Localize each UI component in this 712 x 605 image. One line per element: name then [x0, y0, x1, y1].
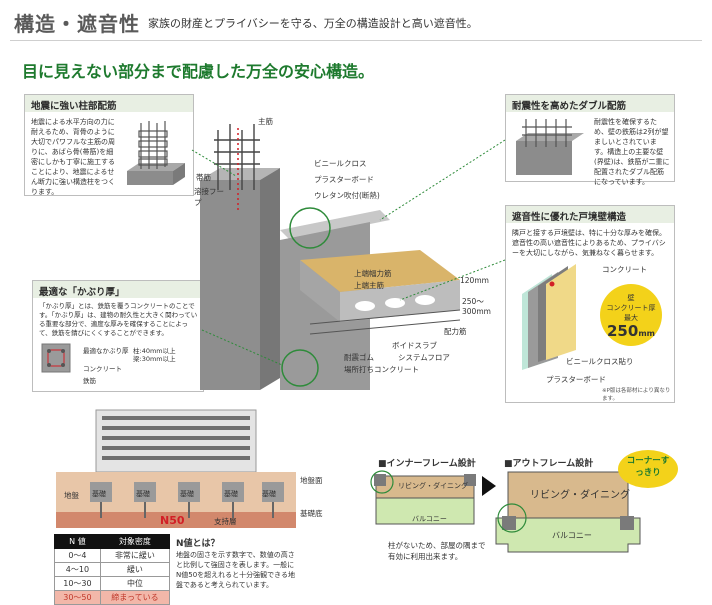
corner-badge: コーナーすっきり [618, 450, 678, 488]
pillar-rebar-title: 地震に強い柱部配筋 [25, 95, 193, 112]
label-dim-a: 120mm [460, 276, 489, 285]
n-table-cell: 中位 [99, 576, 171, 591]
foundation-ground-surface: 地盤面 [300, 476, 323, 485]
cover-label-rebar: 鉄筋 [83, 377, 96, 385]
label-rubber: 耐震ゴム [344, 353, 374, 362]
wall-section-illustration [522, 264, 576, 370]
cover-thickness-title: 最適な「かぶり厚」 [33, 281, 203, 298]
double-rebar-text: 耐震性を確保するため、壁の鉄筋は2列が望ましいとされています。構造上の主要な壁(… [594, 118, 670, 186]
n-table-cell: 締まっている [99, 590, 171, 605]
foundation-ground: 地盤 [64, 491, 79, 500]
inner-balcony-label: バルコニー [412, 515, 447, 523]
inner-living-label: リビング・ダイニング [398, 482, 468, 490]
label-site-concrete: 場所打ちコンクリート [344, 365, 419, 374]
n-table-cell: 30〜50 [54, 590, 101, 605]
outer-balcony-label: バルコニー [552, 531, 592, 540]
label-upper-bar: 上端幅力筋 [354, 269, 392, 278]
n-text-title: N値とは？ [176, 539, 220, 549]
badge-value: 250 [607, 322, 639, 340]
foundation-base-1: 基礎 [92, 490, 106, 498]
sound-wall-box: 遮音性に優れた戸境壁構造 隣戸と接する戸境壁は、特に十分な厚みを確保。遮音性の高… [505, 205, 675, 403]
pillar-rebar-text: 地震による水平方向の力に耐えるため、背骨のように大切でパワフルな主筋の周りに、あ… [31, 118, 115, 196]
label-void-slab: ボイドスラブ [392, 341, 437, 350]
inner-frame-plan [370, 470, 476, 525]
page-subtitle: 家族の財産とプライバシーを守る、万全の構造設計と高い遮音性。 [148, 17, 478, 30]
foundation-base-3: 基礎 [180, 490, 194, 498]
wall-note: ※P版は各部材により異なります。 [602, 388, 671, 402]
label-distribution: 配力筋 [444, 327, 467, 336]
cover-label-pillar: 柱:40mm以上 [133, 347, 176, 355]
page-title: 構造・遮音性 [14, 12, 140, 36]
double-rebar-illustration [516, 119, 584, 175]
outer-living-label: リビング・ダイニング [530, 490, 630, 501]
cover-section-illustration [41, 343, 71, 373]
n-table-cell: 0〜4 [54, 548, 101, 563]
badge-line1: 壁 [627, 294, 635, 302]
double-rebar-title: 耐震性を高めたダブル配筋 [506, 95, 674, 112]
structure-diagram [200, 124, 461, 390]
cover-label-concrete: コンクリート [83, 365, 122, 373]
arrow-icon [482, 476, 496, 496]
foundation-base-2: 基礎 [136, 490, 150, 498]
foundation-n50: N50 [160, 514, 185, 527]
foundation-illustration [56, 409, 296, 528]
outer-frame-plan [495, 471, 641, 553]
label-weld-hoop: 溶接フープ [194, 187, 224, 207]
inner-frame-title: ■インナーフレーム設計 [378, 459, 476, 469]
foundation-base-4: 基礎 [224, 490, 238, 498]
pillar-rebar-illustration [127, 121, 185, 185]
foundation-support-layer: 支持層 [214, 517, 237, 526]
sound-wall-title: 遮音性に優れた戸境壁構造 [506, 206, 674, 223]
label-dim-b: 250〜300mm [462, 297, 491, 316]
cover-label-beam: 梁:30mm以上 [133, 355, 176, 363]
foundation-base-5: 基礎 [262, 490, 276, 498]
n-table-cell: 10〜30 [54, 576, 101, 591]
sound-wall-text: 隣戸と接する戸境壁は、特に十分な厚みを確保。遮音性の高い遮音性によりあるため、プ… [512, 229, 666, 257]
wall-label-concrete: コンクリート [602, 265, 647, 274]
label-vinyl: ビニールクロス [314, 159, 367, 168]
cover-label-optimal: 最適なかぶり厚 [83, 347, 129, 355]
frame-caption: 柱がないため、部屋の隅まで有効に利用出来ます。 [388, 541, 486, 561]
headline: 目に見えない部分まで配慮した万全の安心構造。 [22, 62, 375, 81]
label-plaster: プラスターボード [314, 175, 374, 184]
cover-thickness-box: 最適な「かぶり厚」 「かぶり厚」とは、鉄筋を覆うコンクリートのことです。「かぶり… [32, 280, 204, 392]
header-divider [10, 40, 702, 41]
n-text-body: 地盤の固さを示す数字で、数値の高さと比例して強固さを表します。一般にN値50を超… [176, 551, 296, 589]
n-table-header-n: N 値 [54, 534, 101, 549]
wall-thickness-badge: 壁 コンクリート厚 最大 250mm [600, 284, 662, 346]
corner-badge-text: コーナーすっきり [626, 456, 670, 478]
label-urethane: ウレタン吹付(断熱) [314, 191, 380, 200]
wall-label-vinyl: ビニールクロス貼り [566, 357, 634, 366]
n-table-header-density: 対象密度 [99, 534, 171, 549]
wall-label-plaster: プラスターボード [546, 375, 606, 384]
badge-line3: 最大 [624, 314, 638, 322]
label-main-bar: 主筋 [258, 117, 273, 126]
foundation-base-bottom: 基礎底 [300, 509, 323, 518]
n-table-cell: 非常に緩い [99, 548, 171, 563]
label-upper-main: 上端主筋 [354, 281, 384, 290]
cover-thickness-text: 「かぶり厚」とは、鉄筋を覆うコンクリートのことです。「かぶり厚」は、建物の耐久性… [39, 302, 198, 337]
pillar-rebar-box: 地震に強い柱部配筋 地震による水平方向の力に耐えるため、背骨のように大切でパワフ… [24, 94, 194, 196]
badge-unit: mm [638, 329, 655, 338]
label-hoop: 帯筋 [196, 173, 211, 182]
double-rebar-box: 耐震性を高めたダブル配筋 耐震性を確保するため、壁の鉄筋は2列が望ましいとされて… [505, 94, 675, 186]
n-table-cell: 4〜10 [54, 562, 101, 577]
outer-frame-title: ■アウトフレーム設計 [504, 459, 594, 469]
label-system-floor: システムフロア [398, 353, 450, 362]
badge-line2: コンクリート厚 [606, 304, 656, 312]
n-table-cell: 緩い [99, 562, 171, 577]
